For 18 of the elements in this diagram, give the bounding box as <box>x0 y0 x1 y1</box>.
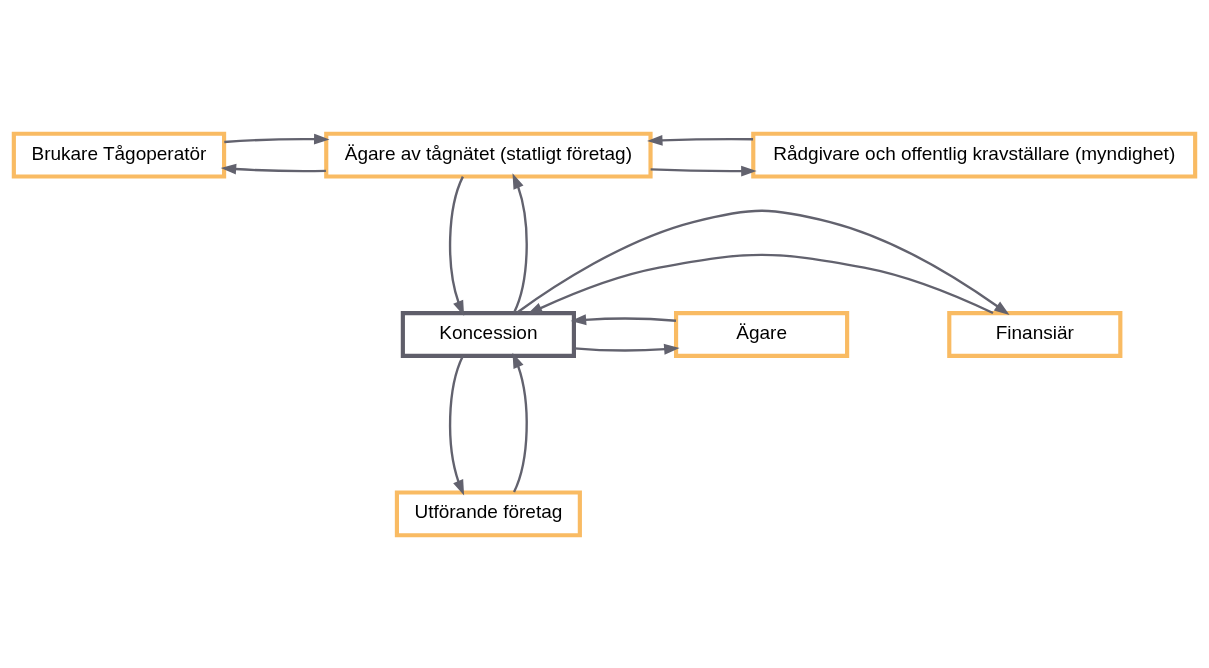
node-box: Brukare Tågoperatör <box>11 131 227 179</box>
node-box: Koncession <box>400 310 576 358</box>
node-box: Finansiär <box>947 310 1123 358</box>
arrow <box>448 175 465 316</box>
arrow <box>647 134 754 146</box>
arrow <box>220 163 326 174</box>
arrow <box>448 355 465 495</box>
arrow <box>650 165 757 177</box>
node-box: Utförande företag <box>394 489 582 537</box>
arrow <box>512 172 528 313</box>
node-box: Ägare av tågnätet (statligt företag) <box>324 131 653 179</box>
arrow <box>512 352 528 493</box>
node-box: Rådgivare och offentlig kravställare (myndighet) <box>751 131 1198 179</box>
arrow <box>574 343 680 355</box>
arrow <box>224 133 330 145</box>
node-box: Ägare <box>674 310 850 358</box>
arrow <box>570 313 677 325</box>
arrow <box>515 209 1010 315</box>
